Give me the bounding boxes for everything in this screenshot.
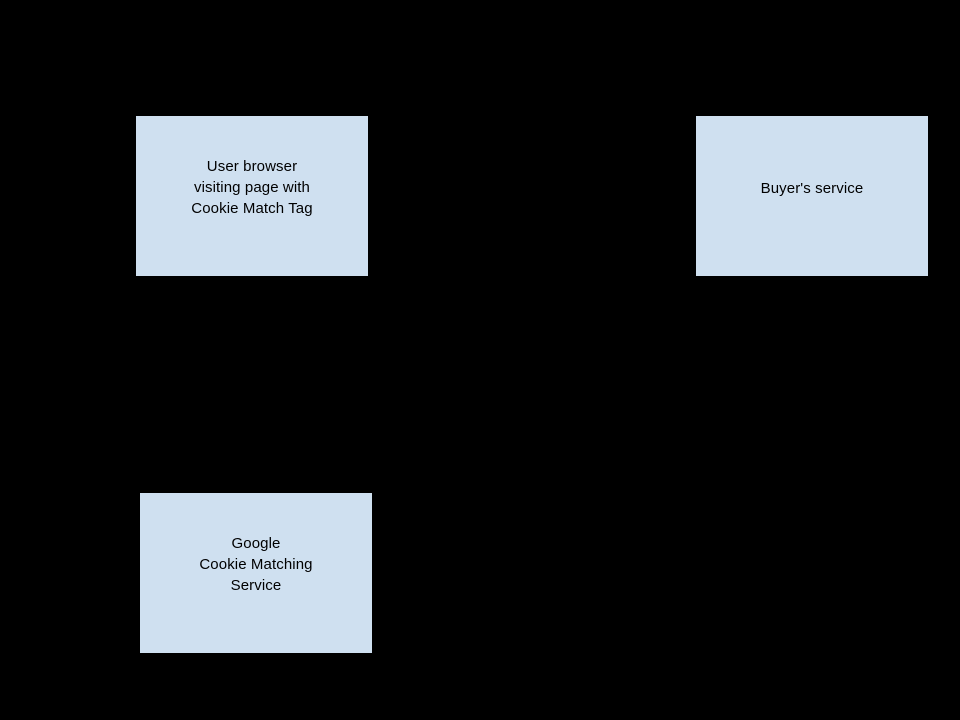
node-buyers-service-label: Buyer's service [760, 179, 864, 197]
node-user-browser-label: User browser visiting page with Cookie M… [191, 157, 313, 217]
node-google-cookie-matching-label: Google Cookie Matching Service [199, 534, 313, 594]
node-user-browser[interactable]: User browser visiting page with Cookie M… [136, 116, 368, 276]
node-buyers-service[interactable]: Buyer's service [696, 116, 928, 276]
node-google-cookie-matching[interactable]: Google Cookie Matching Service [140, 493, 372, 653]
